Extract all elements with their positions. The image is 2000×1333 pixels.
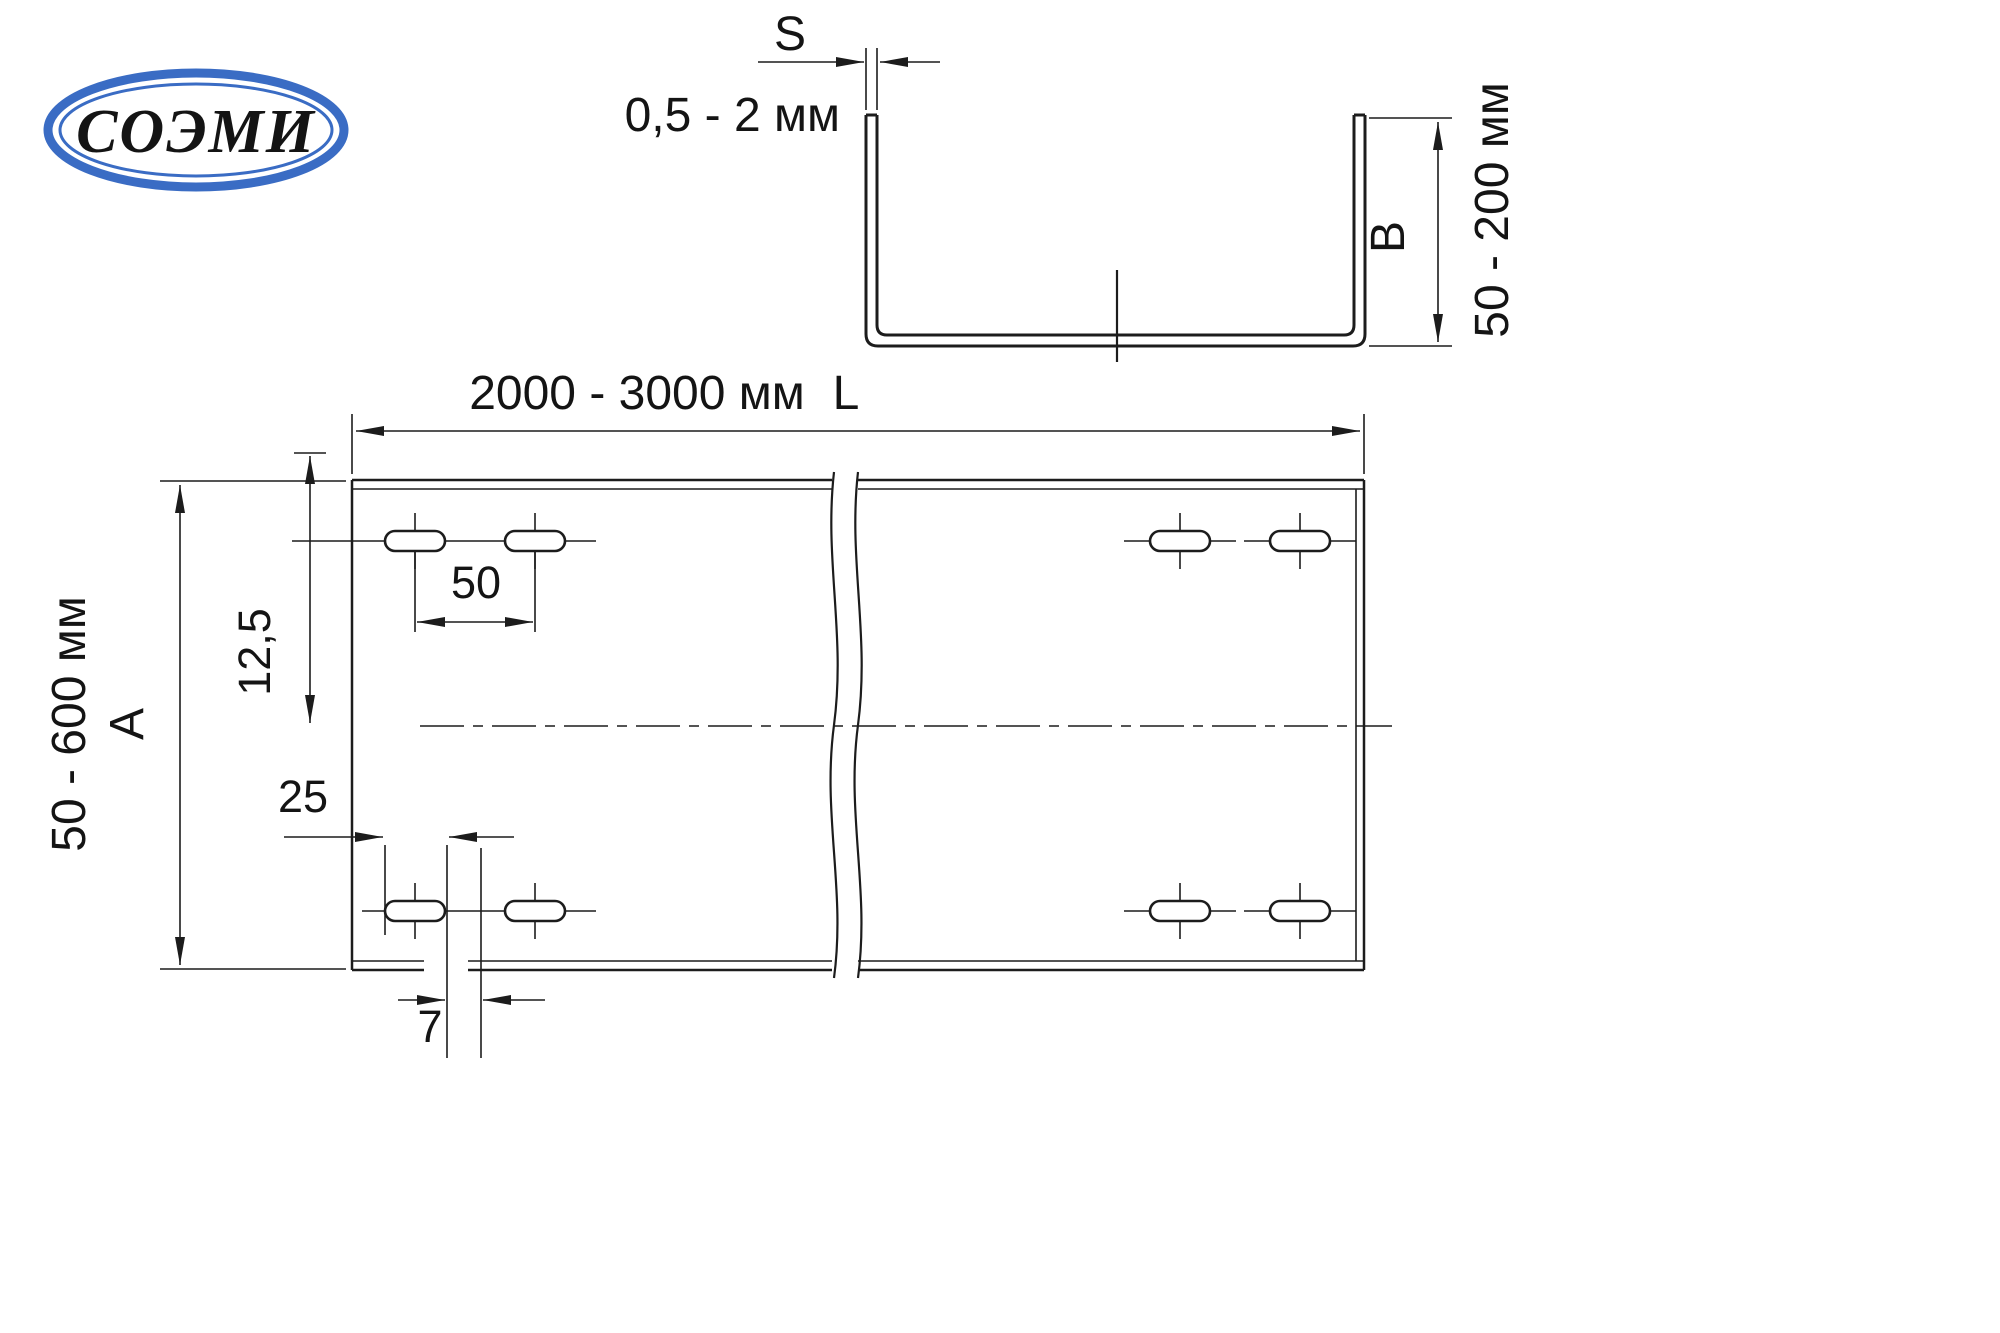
channel-inner-contour [875, 115, 1356, 337]
b-height-dimension: B 50 - 200 мм [1362, 82, 1519, 347]
width-label: A [101, 708, 154, 740]
thickness-value-label: 0,5 - 2 мм [625, 89, 840, 142]
edge-offset-label: 25 [278, 771, 328, 822]
width-dimension: A 50 - 600 мм [43, 480, 346, 970]
slot-holes [292, 513, 1356, 939]
thickness-label: S [774, 8, 806, 61]
logo-oval-outer [43, 68, 349, 192]
slot-hole [1268, 529, 1332, 553]
logo-oval-inner [58, 82, 334, 178]
row-offset-dimension: 12,5 [229, 452, 326, 723]
width-value-label: 50 - 600 мм [43, 596, 96, 851]
edge-offset-dimension: 25 [278, 771, 514, 1058]
break-line [829, 471, 839, 979]
tray-plan-view: 2000 - 3000 мм L A 50 - 600 мм 50 12,5 [43, 367, 1392, 1058]
s-thickness-dimension: S 0,5 - 2 мм [625, 8, 940, 142]
height-label: B [1362, 221, 1415, 253]
logo-text: СОЭМИ [76, 98, 316, 166]
logo: СОЭМИ [43, 68, 349, 192]
slot-hole [383, 899, 447, 923]
slot-hole [503, 899, 567, 923]
tray-outline [350, 478, 1366, 972]
hole-spacing-dimension: 50 [414, 552, 536, 632]
channel-cross-section: S 0,5 - 2 мм B 50 - 200 мм [625, 8, 1519, 362]
slot-width-label: 7 [417, 1001, 442, 1052]
height-value-label: 50 - 200 мм [1466, 82, 1519, 337]
length-dimension: 2000 - 3000 мм L [351, 367, 1365, 474]
slot-hole [383, 529, 447, 553]
slot-hole [503, 529, 567, 553]
slot-hole [1268, 899, 1332, 923]
slot-hole [1148, 529, 1212, 553]
hole-spacing-label: 50 [451, 557, 501, 608]
break-line [853, 471, 863, 979]
length-label: L [833, 367, 860, 420]
row-offset-label: 12,5 [229, 608, 280, 696]
length-value-label: 2000 - 3000 мм [469, 367, 805, 420]
break-lines [829, 471, 863, 979]
slot-hole [1148, 899, 1212, 923]
slot-width-dimension: 7 [398, 848, 545, 1058]
channel-outer-contour [864, 115, 1367, 348]
